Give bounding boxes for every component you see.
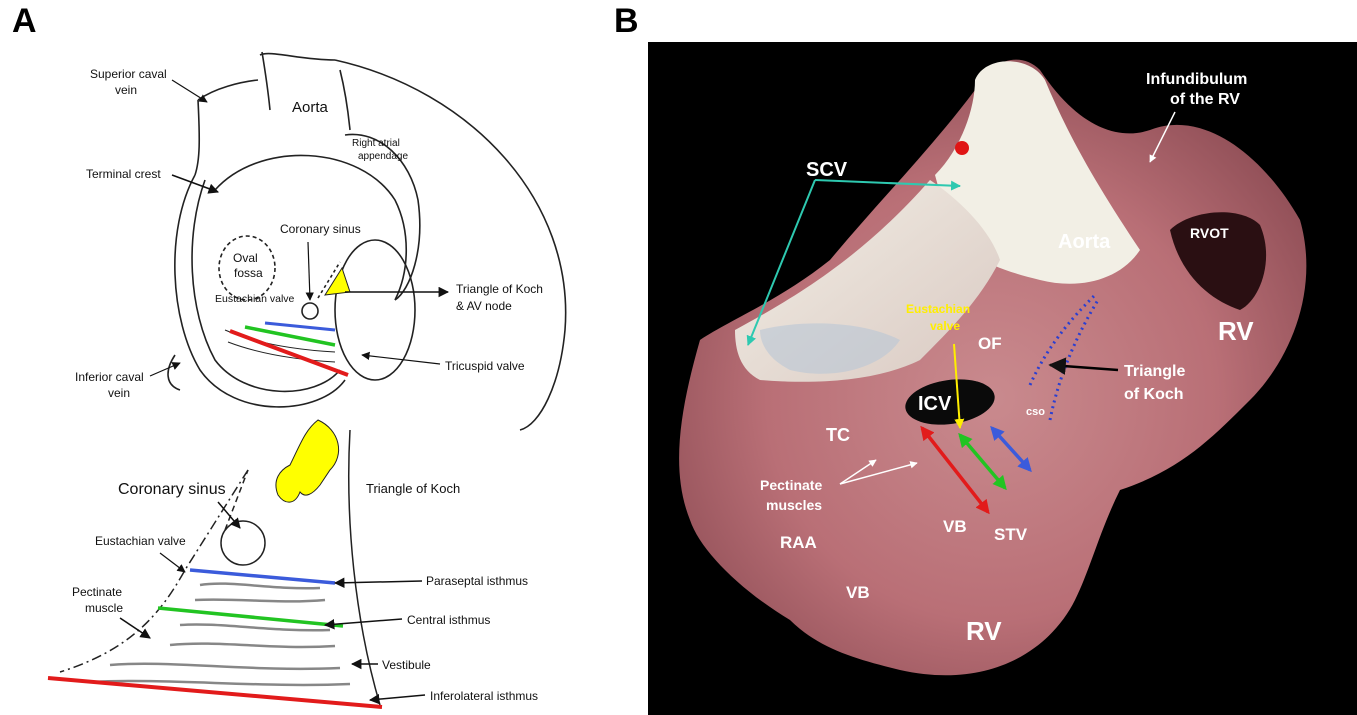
label-right-atrial-appendage-1: Right atrial [352,138,400,149]
coronary-sinus-magnified [221,521,265,565]
label-triangle-koch-av-1: Triangle of Koch [456,282,543,296]
label-vb-upper: VB [943,517,967,536]
label-inferior-caval-vein-1: Inferior caval [75,370,144,384]
arrow-superior-caval-vein [172,80,207,102]
panel-a-magnified-drawing [60,430,380,705]
label-infundibulum-1: Infundibulum [1146,71,1247,88]
inferolateral-line-top [230,331,348,375]
label-superior-caval-vein-2: vein [115,83,137,97]
label-tricuspid-valve: Tricuspid valve [445,359,525,373]
label-raa: RAA [780,533,817,552]
paraseptal-line-bottom [190,570,335,583]
tricuspid-valve-outline [335,240,415,380]
label-right-atrial-appendage-2: appendage [358,151,408,162]
label-pectinate-muscle-2: muscle [85,601,123,615]
coronary-sinus-circle [302,303,318,319]
label-triangle-of-koch-b-1: Triangle [1124,363,1185,380]
label-oval-fossa-2: fossa [234,266,263,280]
label-vb-lower: VB [846,583,870,602]
label-scv: SCV [806,159,848,181]
label-inferior-caval-vein-2: vein [108,386,130,400]
label-superior-caval-vein-1: Superior caval [90,67,167,81]
panel-a-heart-drawing [168,52,566,430]
label-central-isthmus: Central isthmus [407,613,490,627]
label-icv: ICV [918,393,952,415]
arrow-eustachian-valve-magnified [160,553,185,572]
label-aorta-b: Aorta [1058,231,1111,253]
pectinate-muscle-drawing [90,584,350,685]
paraseptal-line-top [265,323,335,330]
label-pectinate-muscles-2: muscles [766,497,822,513]
arrow-coronary-sinus-magnified [218,502,240,528]
arrow-coronary-sinus-top [308,242,310,300]
label-eustachian-valve-magnified: Eustachian valve [95,534,186,548]
label-vestibule: Vestibule [382,658,431,672]
label-paraseptal-isthmus: Paraseptal isthmus [426,574,528,588]
label-infundibulum-2: of the RV [1170,91,1240,108]
label-tc: TC [826,425,850,445]
label-pectinate-muscle-1: Pectinate [72,585,122,599]
label-coronary-sinus-top: Coronary sinus [280,222,361,236]
arrow-central-isthmus [325,619,402,625]
label-rv-right: RV [1218,316,1254,346]
label-eustachian-valve-b-1: Eustachian [906,302,970,316]
label-triangle-of-koch-b-2: of Koch [1124,386,1184,403]
label-aorta-a: Aorta [292,99,329,116]
label-oval-fossa-1: Oval [233,251,258,265]
label-triangle-koch-av-2: & AV node [456,299,512,313]
label-triangle-of-koch-a: Triangle of Koch [366,481,460,496]
label-coronary-sinus-magnified: Coronary sinus [118,481,226,498]
label-stv: STV [994,525,1028,544]
arrow-terminal-crest [172,175,218,192]
arrow-paraseptal-isthmus [335,581,422,583]
arrow-inferior-caval-vein [150,363,180,376]
triangle-of-koch-magnified [276,420,339,502]
label-of: OF [978,334,1002,353]
heart-outer-outline [335,60,566,430]
label-terminal-crest: Terminal crest [86,167,161,181]
central-line-bottom [158,608,343,626]
atrium-outline [175,175,345,407]
label-eustachian-valve-b-2: valve [930,319,960,333]
label-pectinate-muscles-1: Pectinate [760,477,822,493]
label-eustachian-valve-top: Eustachian valve [215,293,295,305]
arrow-pectinate-muscle [120,618,150,638]
label-rvot: RVOT [1190,225,1229,241]
label-rv-bottom: RV [966,616,1002,646]
label-inferolateral-isthmus: Inferolateral isthmus [430,689,538,703]
red-suture-mark [955,141,969,155]
label-cso: cso [1026,406,1045,418]
